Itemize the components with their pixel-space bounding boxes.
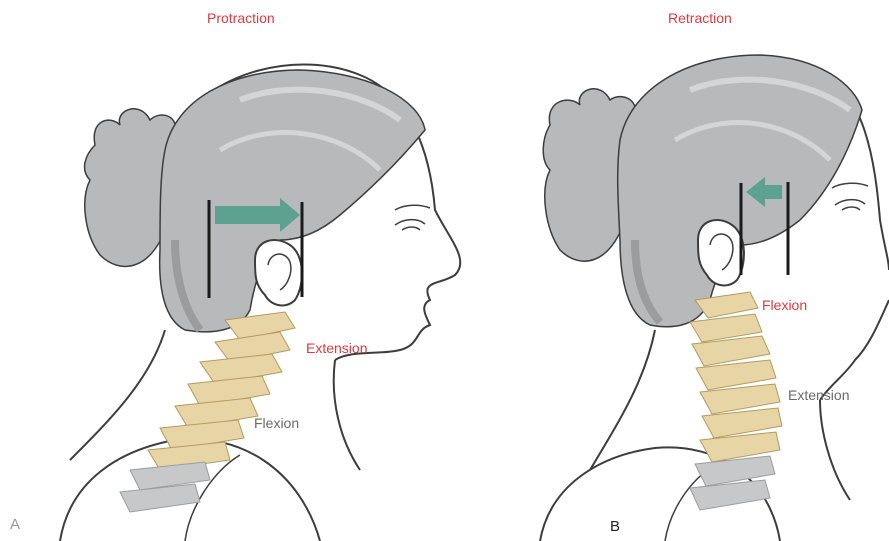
head-illustration-a	[0, 0, 470, 541]
label-extension-b: Extension	[788, 387, 849, 403]
head-illustration-b	[470, 0, 889, 541]
panel-letter-b: B	[610, 518, 620, 535]
panel-a-title: Protraction	[207, 10, 275, 26]
label-flexion-a: Flexion	[254, 415, 299, 431]
label-flexion-b: Flexion	[762, 297, 807, 313]
panel-b-title: Retraction	[668, 10, 732, 26]
label-extension-a: Extension	[306, 340, 367, 356]
panel-b-retraction: Retraction Flexion Extension B	[470, 0, 889, 541]
panel-letter-a: A	[10, 516, 20, 533]
panel-a-protraction: Protraction Extension Flexion A	[0, 0, 470, 541]
